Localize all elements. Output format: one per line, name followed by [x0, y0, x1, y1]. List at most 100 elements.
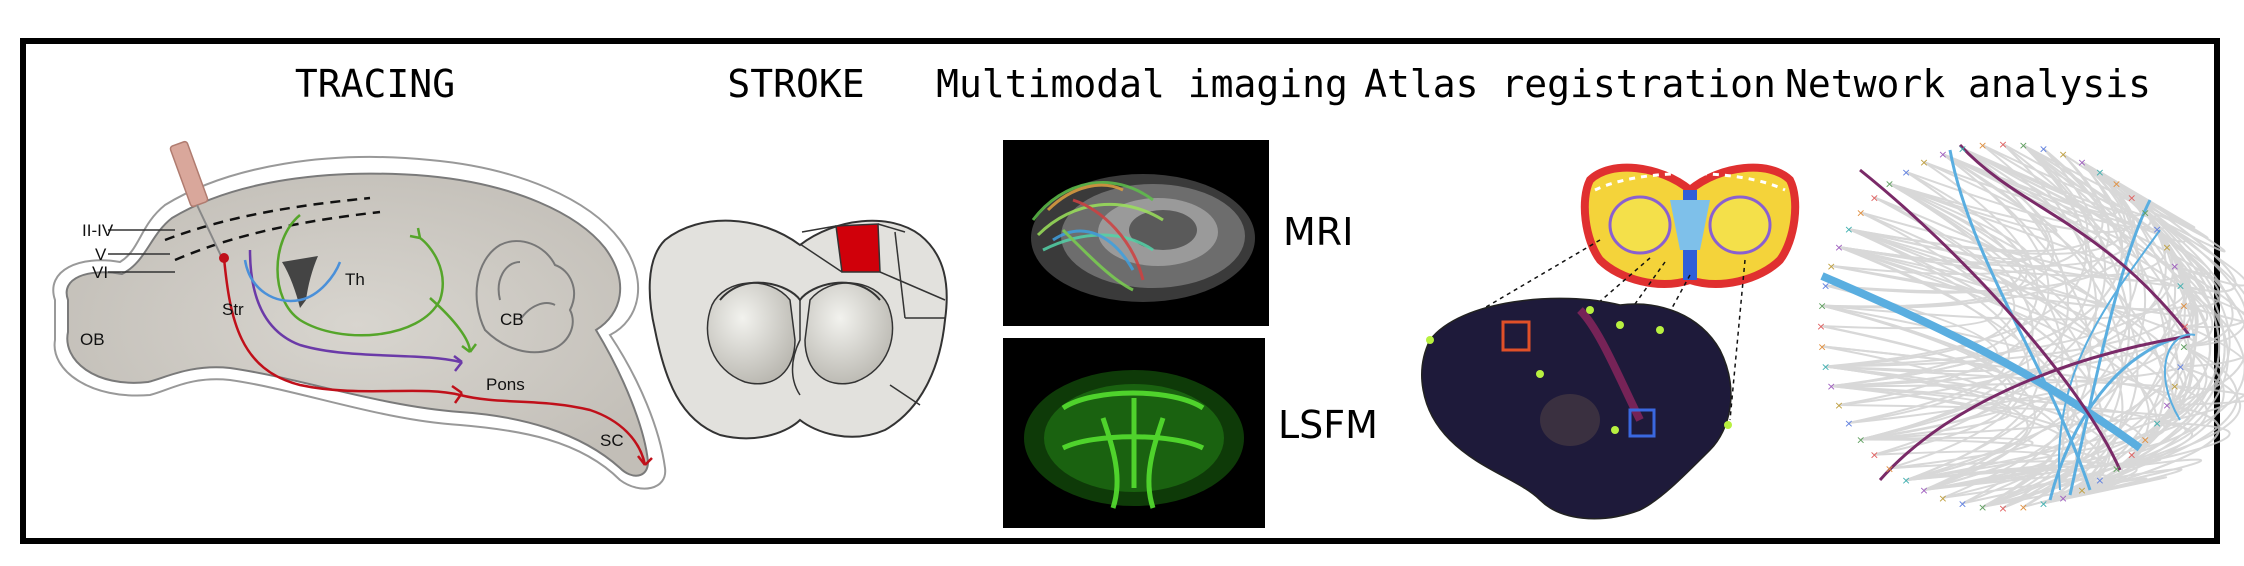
- network-node-mark: ×: [2176, 280, 2185, 293]
- tract-green: [276, 214, 472, 353]
- network-node-mark: ×: [2039, 143, 2048, 156]
- network-edge: [1923, 458, 2162, 491]
- thalamus-shape: [282, 256, 318, 308]
- network-edge: [1838, 211, 2167, 277]
- network-edge: [1905, 171, 2064, 491]
- network-edge: [1831, 161, 2039, 388]
- midline: [791, 300, 801, 396]
- heading-stroke: STROKE: [727, 62, 865, 106]
- network-edge: [1838, 153, 2050, 264]
- heading-atlas-registration: Atlas registration: [1364, 62, 1776, 106]
- network-edge: [1825, 228, 2175, 368]
- network-node-mark: ×: [2152, 223, 2161, 236]
- network-edge: [1860, 182, 2034, 441]
- network-edge: [1942, 153, 2206, 291]
- tissue-tract: [1577, 307, 1644, 422]
- network-edge: [2115, 182, 2226, 253]
- network-node-mark: ×: [2059, 148, 2068, 161]
- network-node-mark: ×: [2059, 492, 2068, 505]
- network-node-mark: ×: [1958, 143, 1967, 156]
- network-node-mark: ×: [1870, 191, 1879, 204]
- network-node-mark: ×: [2127, 449, 2136, 462]
- label-layer-6: VI: [92, 263, 108, 282]
- label-cb: CB: [500, 310, 524, 329]
- label-pons: Pons: [486, 375, 525, 394]
- roi-red-box: [1501, 320, 1531, 352]
- network-node-mark: ×: [1919, 156, 1928, 169]
- network-node-mark: ×: [1978, 139, 1987, 152]
- tract-blue: [243, 259, 342, 303]
- network-highlight-edges: [1820, 143, 2196, 501]
- network-node-mark: ×: [2039, 497, 2048, 510]
- network-node-mark: ×: [1998, 138, 2007, 151]
- landmark-points: [1426, 306, 1732, 434]
- network-edge: [1831, 144, 2089, 276]
- tissue-structure: [1540, 394, 1600, 446]
- network-edge: [1821, 345, 2065, 508]
- network-edge: [1905, 147, 2079, 224]
- network-node-mark: ×: [2112, 462, 2121, 475]
- coronal-outline: [648, 219, 948, 440]
- network-node-mark: ×: [2095, 474, 2104, 487]
- network-node-mark: ×: [1902, 166, 1911, 179]
- network-edge: [2081, 265, 2229, 491]
- network-edge: [2062, 403, 2220, 499]
- network-node-mark: ×: [2152, 417, 2161, 430]
- label-layers-2-4: II-IV: [82, 221, 114, 240]
- network-node-mark: ×: [1821, 360, 1830, 373]
- network-node-mark: ×: [2162, 241, 2171, 254]
- label-th: Th: [345, 270, 365, 289]
- network-node-mark: ×: [2112, 178, 2121, 191]
- network-node-mark: ×: [1844, 417, 1853, 430]
- network-edge: [2081, 458, 2203, 491]
- network-node-mark: ×: [1827, 380, 1836, 393]
- neural-tracts: [222, 214, 647, 466]
- network-node-mark: ×: [1827, 260, 1836, 273]
- heading-network-analysis: Network analysis: [1784, 62, 2152, 106]
- network-node-mark: ×: [2019, 501, 2028, 514]
- network-node-mark: ×: [1919, 484, 1928, 497]
- lsfm-panel: [1003, 338, 1265, 528]
- terminal-forks: [409, 227, 653, 466]
- label-str: Str: [222, 300, 244, 319]
- label-lsfm: LSFM: [1278, 403, 1378, 447]
- network-edge: [1962, 147, 2186, 243]
- network-edge: [1873, 196, 2079, 508]
- atlas-section: [1580, 163, 1800, 288]
- network-edge: [1822, 345, 1995, 373]
- network-node-mark: ×: [1938, 492, 1947, 505]
- network-edge: [1838, 211, 2167, 406]
- heading-multimodal-imaging: Multimodal imaging: [936, 62, 1348, 106]
- network-nodes: ××××××××××××××××××××××××××××××××××××××××…: [1816, 138, 2189, 515]
- cortex-boundaries: [799, 223, 946, 406]
- syringe-icon: [169, 140, 223, 259]
- network-node-mark: ×: [1885, 462, 1894, 475]
- network-edge: [1838, 246, 2158, 456]
- label-layer-5: V: [95, 245, 107, 264]
- network-node-mark: ×: [2095, 166, 2104, 179]
- network-node-mark: ×: [1870, 449, 1879, 462]
- network-edge: [1831, 264, 2193, 311]
- network-node-mark: ×: [2162, 399, 2171, 412]
- layer-leader-lines: [108, 229, 175, 273]
- network-edge: [1860, 211, 2041, 482]
- network-edge: [1889, 460, 2124, 499]
- network-node-mark: ×: [2127, 191, 2136, 204]
- network-node-mark: ×: [1856, 207, 1865, 220]
- network-node-mark: ×: [2176, 360, 2185, 373]
- network-node-mark: ×: [1938, 148, 1947, 161]
- network-edge: [1825, 182, 2022, 294]
- network-node-mark: ×: [1834, 399, 1843, 412]
- network-node-mark: ×: [2179, 300, 2188, 313]
- network-node-mark: ×: [2179, 340, 2188, 353]
- network-edge: [1982, 144, 2214, 348]
- network-edge: [2116, 211, 2226, 470]
- cortical-layer-lines: [164, 196, 381, 262]
- cerebellum: [475, 240, 575, 354]
- network-node-mark: ×: [1818, 340, 1827, 353]
- network-edge: [1906, 403, 2191, 482]
- heading-tracing: TRACING: [294, 62, 456, 106]
- network-node-mark: ×: [2141, 433, 2150, 446]
